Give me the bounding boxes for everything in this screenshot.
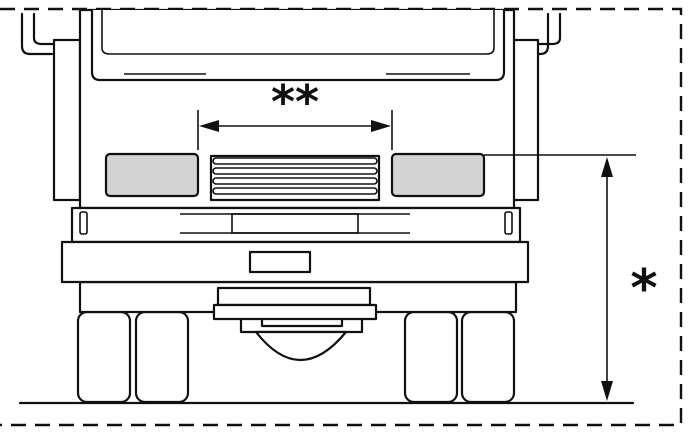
spacing-arrowhead-right: [371, 120, 391, 132]
bumper-upper: [70, 206, 522, 244]
axle: [239, 316, 364, 362]
mirrors: [20, 12, 562, 202]
grille-slat-4: [212, 187, 378, 195]
differential-housing: [254, 330, 348, 362]
mirror-right: [510, 38, 540, 202]
axle-plate: [212, 303, 378, 321]
lamp-spacing-dimension: [197, 110, 393, 150]
spacing-arrowhead-left: [199, 120, 219, 132]
license-plate-lower: [216, 286, 372, 307]
grille: [209, 154, 381, 202]
mirror-arm-left: [20, 12, 54, 56]
wheel-left-inner: [134, 310, 190, 404]
height-marker: *: [630, 259, 657, 319]
grille-slat-3: [212, 177, 378, 185]
windshield: [90, 10, 506, 82]
mirror-arm-right-inner: [534, 12, 562, 46]
spacing-marker: **: [271, 75, 319, 129]
grille-slat-1: [212, 157, 378, 165]
wheel-right-inner: [403, 310, 459, 404]
indicator-right: [504, 211, 513, 235]
headlamp-right: [390, 152, 486, 198]
wheel-right-outer: [460, 310, 516, 404]
height-arrowhead-bottom: [601, 381, 613, 401]
windshield-inner: [101, 10, 495, 55]
mirror-left: [52, 38, 82, 202]
mirror-arm-right: [518, 12, 550, 56]
mirror-arm-left-inner: [32, 12, 58, 46]
grille-slat-2: [212, 167, 378, 175]
headlamp-left: [104, 152, 200, 198]
lamp-height-dimension: [484, 154, 636, 401]
bumper-recess: [231, 213, 359, 234]
wheel-left-outer: [76, 310, 132, 404]
wheels: [76, 310, 516, 404]
indicator-left: [79, 211, 88, 235]
license-plate: [248, 250, 312, 274]
height-arrowhead-top: [601, 157, 613, 177]
